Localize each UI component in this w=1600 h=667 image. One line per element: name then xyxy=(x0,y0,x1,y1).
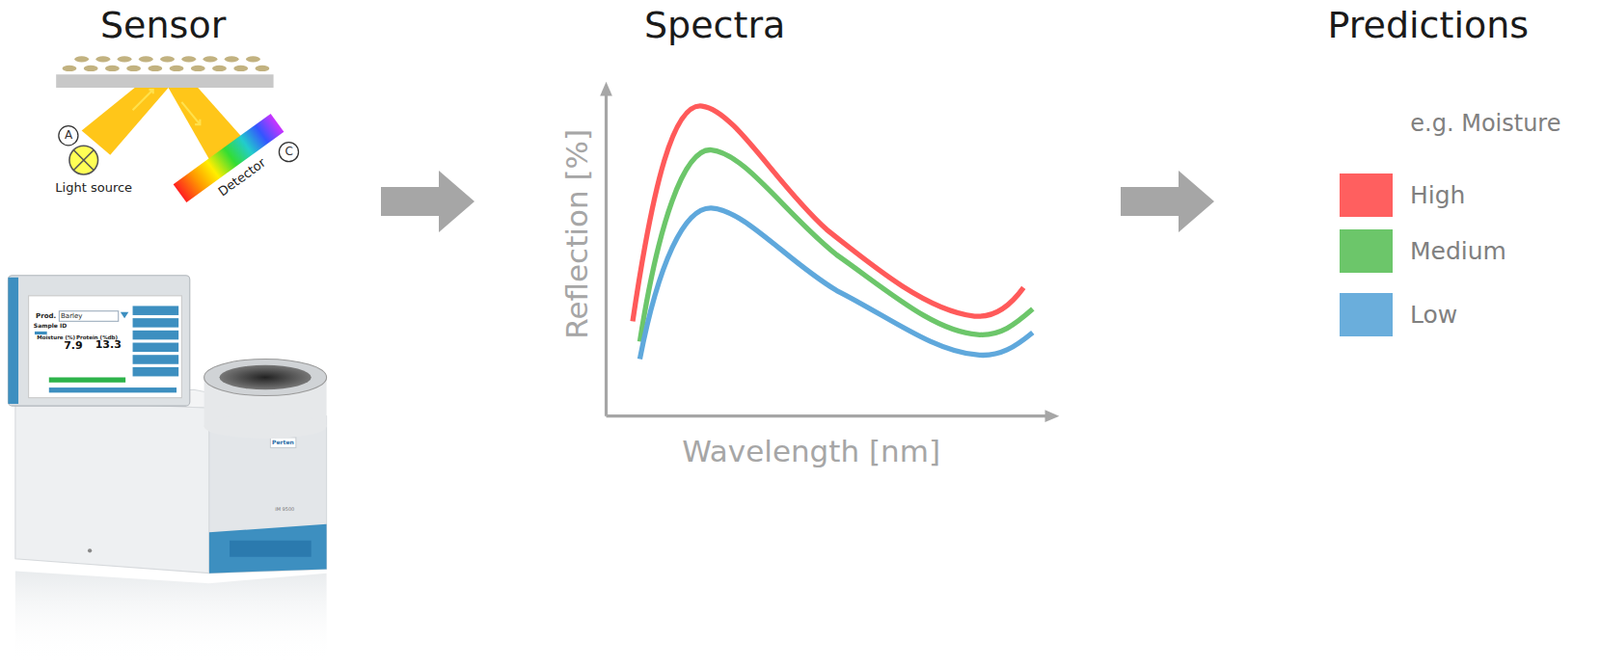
instrument-reflection xyxy=(15,571,327,664)
status-bar xyxy=(49,387,177,393)
callout-letter: A xyxy=(64,129,73,143)
chart-axes xyxy=(606,87,1052,417)
input-field xyxy=(58,311,118,323)
part-label: Light source xyxy=(54,181,133,196)
brand-name: Perten xyxy=(271,439,295,447)
callout-letter: C xyxy=(284,145,293,160)
screen-value: 7.9 xyxy=(63,340,83,353)
instrument-front-left xyxy=(15,400,210,574)
screen-buttons xyxy=(133,305,180,377)
screen-housing xyxy=(7,275,190,407)
spectrum-curve xyxy=(632,106,1024,322)
beam-arrows xyxy=(133,89,201,125)
sample-cup xyxy=(204,358,327,439)
axis-arrowhead xyxy=(599,81,613,97)
spectrum-curve xyxy=(639,149,1032,342)
detector-band xyxy=(173,113,285,203)
legend-title: e.g. Moisture xyxy=(1410,110,1561,138)
legend-text: High xyxy=(1410,181,1465,210)
screen-text: Barley xyxy=(60,312,82,321)
axis-arrowhead xyxy=(1044,409,1059,423)
dropdown-arrow xyxy=(120,312,129,319)
column-heading: Sensor xyxy=(100,3,226,47)
callout-circle xyxy=(58,126,79,146)
screen-value: 13.3 xyxy=(95,339,122,353)
legend-text: Medium xyxy=(1410,237,1507,266)
screen-side-band xyxy=(7,277,19,405)
instrument-drawer xyxy=(229,541,312,558)
column-heading: Spectra xyxy=(644,3,786,47)
instrument-blue-base xyxy=(209,524,327,574)
column-panel: Predictions xyxy=(1214,0,1600,667)
flow-arrow xyxy=(380,170,475,233)
input-field xyxy=(34,331,48,335)
legend-swatch xyxy=(1339,293,1393,337)
sample-grains xyxy=(62,55,271,72)
callout-circle xyxy=(278,142,299,163)
screen-text: Sample ID xyxy=(33,323,67,330)
screen-text: Prod. xyxy=(35,312,56,321)
model-name: IM 9500 xyxy=(274,507,295,514)
spectrum-curve xyxy=(639,208,1032,360)
legend-swatch xyxy=(1339,173,1393,217)
column-panel: Sensor xyxy=(0,0,381,667)
axis-title: Wavelength [nm] xyxy=(681,434,941,470)
axis-title: Reflection [%] xyxy=(560,129,596,340)
flow-arrow xyxy=(1120,170,1215,233)
screen-display xyxy=(28,296,183,399)
instrument-badge xyxy=(270,437,296,449)
legend-text: Low xyxy=(1410,300,1458,329)
incident-beam xyxy=(81,87,169,156)
sample-window xyxy=(55,74,273,88)
column-heading: Predictions xyxy=(1328,3,1530,47)
power-led xyxy=(87,548,92,553)
legend-swatch xyxy=(1339,229,1393,273)
light-source-symbol xyxy=(69,145,99,175)
progress-bar xyxy=(49,377,126,382)
